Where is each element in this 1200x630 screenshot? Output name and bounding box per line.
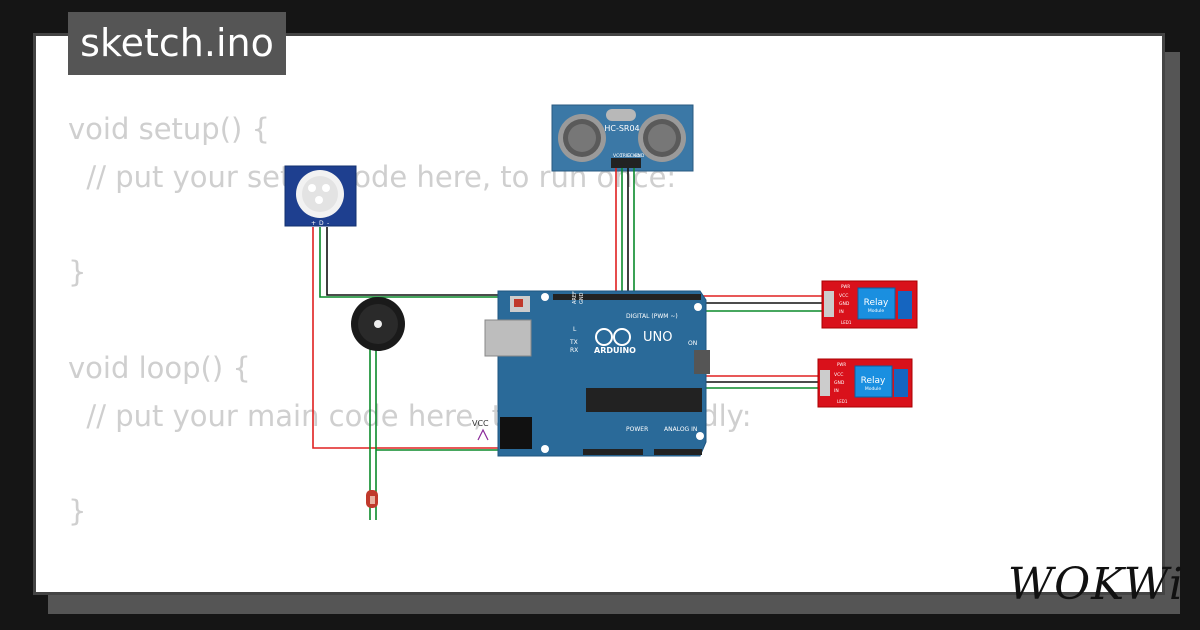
sensor-label: HC-SR04 — [604, 124, 639, 133]
arduino-board[interactable]: AREF GND DIGITAL (PWM ~) L TX RX ARDUINO… — [484, 290, 710, 457]
pir-pin-label: D — [319, 220, 324, 227]
sensor-pin-label: TRIG — [619, 153, 631, 159]
pir-pin-label: + — [311, 220, 316, 227]
gnd-label: GND — [579, 292, 585, 304]
analog-header — [654, 449, 702, 455]
sensor-pin-label: VCC — [613, 153, 622, 159]
relay-pin-label: VCC — [834, 372, 843, 378]
sensor-pin-label: ECHO — [627, 153, 640, 159]
filename-tab: sketch.ino — [68, 12, 286, 75]
code-line: } — [68, 494, 87, 529]
atmega-chip — [586, 388, 702, 412]
on-led-label: ON — [688, 340, 697, 347]
arduino-model: UNO — [643, 330, 672, 345]
analog-label: ANALOG IN — [664, 426, 697, 433]
relay-module-1[interactable]: Relay Module VCC GND IN PWR LED1 — [821, 280, 918, 329]
relay-led-top: PWR — [841, 284, 850, 289]
vcc-label: VCC — [472, 419, 489, 428]
relay-label: Relay — [861, 376, 886, 386]
digital-label: DIGITAL (PWM ~) — [626, 313, 678, 320]
wire-red — [312, 227, 500, 449]
buzzer[interactable] — [351, 297, 405, 351]
relay-pin-label: IN — [839, 309, 844, 315]
ultrasonic-sensor[interactable]: HC-SR04 VCC TRIG ECHO GND — [551, 104, 694, 172]
sensor-pin-label: GND — [634, 153, 645, 159]
digital-header — [553, 294, 701, 300]
relay-led-top: PWR — [837, 362, 846, 367]
relay-sublabel: Module — [865, 386, 882, 392]
power-label: POWER — [626, 426, 648, 433]
power-jack — [500, 417, 532, 449]
wire-black — [627, 168, 634, 301]
tx-led-label: TX — [569, 339, 578, 346]
code-line: void setup() { — [68, 112, 270, 146]
relay-label: Relay — [864, 298, 889, 308]
code-line: } — [68, 255, 87, 290]
power-header — [583, 449, 643, 455]
reset-button — [514, 299, 523, 307]
vcc-arrow-icon — [477, 428, 489, 441]
l-led-label: L — [573, 326, 577, 333]
pir-pin-label: - — [327, 220, 329, 227]
led[interactable] — [366, 490, 378, 508]
wire-black — [326, 227, 505, 296]
relay-sublabel: Module — [868, 308, 885, 314]
code-line: void loop() { — [68, 350, 251, 385]
arduino-brand: ARDUINO — [594, 346, 636, 355]
relay-pin-label: GND — [839, 301, 850, 307]
relay-pin-label: GND — [834, 380, 845, 386]
relay-module-2[interactable]: Relay Module VCC GND IN PWR LED1 — [817, 358, 913, 408]
aref-label: AREF — [572, 291, 578, 304]
rx-led-label: RX — [570, 347, 578, 354]
wire-green — [319, 227, 545, 298]
wokwi-logo: WOKWi — [1007, 559, 1184, 610]
relay-pin-label: IN — [834, 388, 839, 394]
relay-pin-label: VCC — [839, 293, 848, 299]
relay-led-bottom: LED1 — [837, 399, 848, 404]
usb-port — [484, 319, 532, 357]
relay-led-bottom: LED1 — [841, 320, 852, 325]
pir-sensor[interactable]: + D - — [284, 165, 357, 227]
